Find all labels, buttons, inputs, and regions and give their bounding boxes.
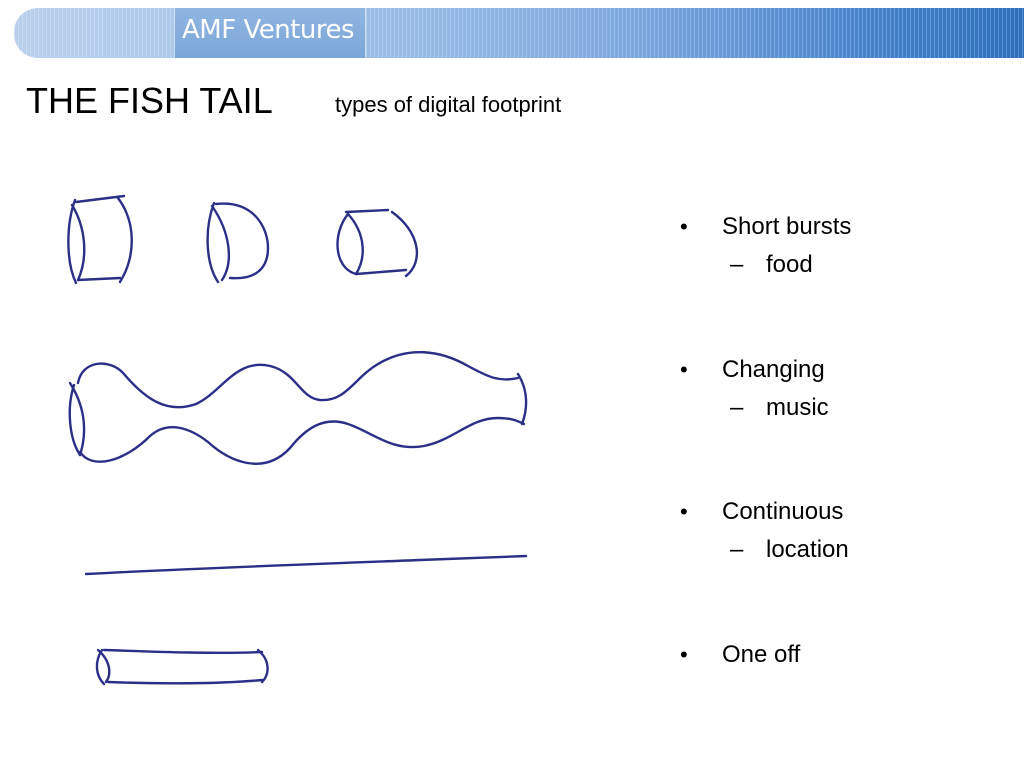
continuous-line-sketch-icon [84, 554, 528, 576]
bullet-marker: • [680, 499, 688, 524]
bullet-label: Short bursts [722, 213, 852, 240]
bullet-marker: • [680, 642, 688, 667]
slide-title: THE FISH TAIL [26, 80, 273, 121]
sub-bullet-music: –music [680, 394, 829, 422]
bullet-list: •Short bursts –food •Changing –music •Co… [680, 0, 1010, 768]
bullet-label: One off [722, 641, 801, 668]
changing-wave-sketch-icon [68, 351, 528, 465]
one-off-cylinder-sketch-icon [95, 648, 269, 686]
sub-bullet-label: music [766, 394, 829, 421]
bullet-marker: • [680, 357, 688, 382]
bullet-short-bursts: • Short bursts –food [680, 213, 851, 279]
sub-bullet-label: food [766, 251, 813, 278]
dash-marker: – [730, 536, 744, 563]
sub-bullet-label: location [766, 536, 849, 563]
brand-box [174, 8, 366, 58]
bullet-changing: • Changing –music [680, 356, 829, 422]
slide-subtitle: types of digital footprint [335, 92, 562, 117]
sub-bullet-location: –location [680, 536, 849, 564]
bullet-label: Changing [722, 356, 825, 383]
bullet-label: Continuous [722, 498, 844, 525]
bullet-marker: • [680, 214, 688, 239]
sub-bullet-food: –food [680, 251, 851, 279]
brand-logo: AMF Ventures [182, 15, 355, 45]
dash-marker: – [730, 251, 744, 278]
dash-marker: – [730, 394, 744, 421]
bullet-continuous: • Continuous –location [680, 498, 849, 564]
short-bursts-sketch-icon [67, 194, 419, 285]
bullet-one-off: • One off [680, 641, 800, 669]
